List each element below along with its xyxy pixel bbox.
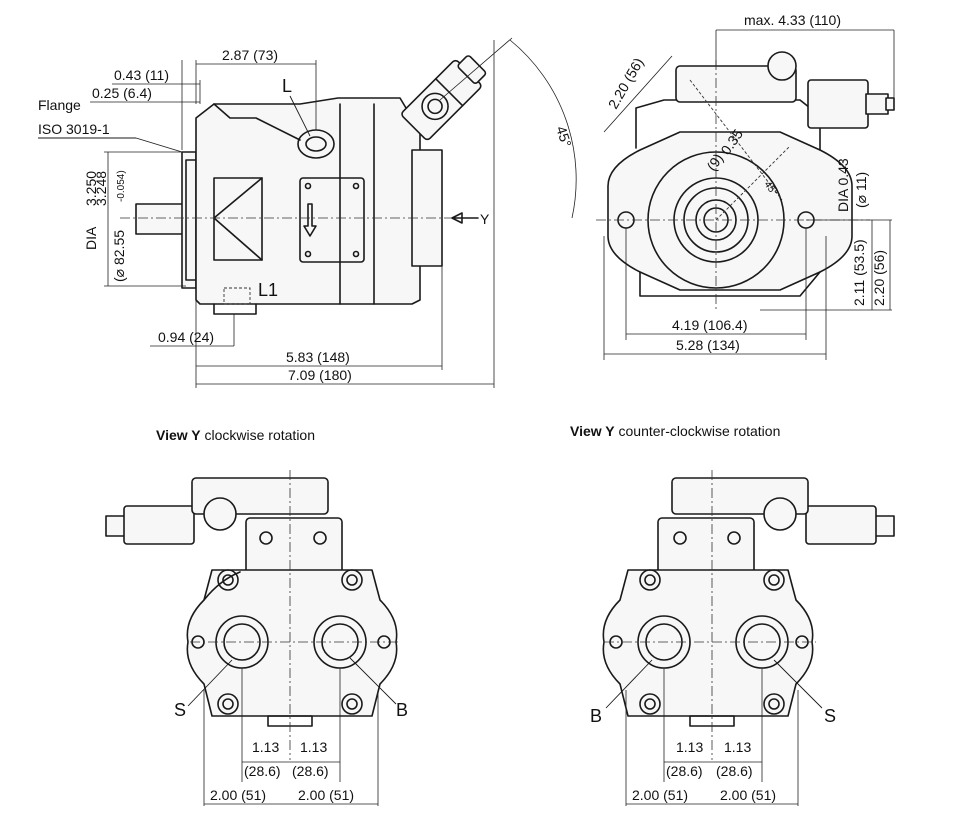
angle-arc (509, 39, 577, 219)
ccw-adjuster-screw (873, 515, 895, 537)
dia-tolerance: -0.054) (116, 170, 127, 202)
compensator-cap (767, 51, 797, 81)
dia-0-43: DIA 0.43 (835, 158, 851, 212)
adjuster-screw (865, 93, 889, 115)
ccw-dim-2-00-b: 2.00 (51) (720, 787, 776, 803)
dia-82-55: (⌀ 82.55 (111, 230, 127, 282)
flange-pilot (185, 159, 197, 281)
dim-0-25: 0.25 (6.4) (92, 85, 152, 101)
ccw-label-B: B (590, 706, 602, 726)
view-Y-label: Y (480, 211, 490, 227)
dim-5-83: 5.83 (148) (286, 349, 350, 365)
flange-label: Flange (38, 97, 81, 113)
view-ccw: View Y counter-clockwise rotation B S (570, 423, 895, 806)
port-L1-label: L1 (258, 280, 278, 300)
ccw-label-S: S (824, 706, 836, 726)
cw-dim-28-6-b: (28.6) (292, 763, 329, 779)
dim-2-87: 2.87 (73) (222, 47, 278, 63)
view-ccw-caption: View Y counter-clockwise rotation (570, 423, 780, 439)
cw-dim-28-6-a: (28.6) (244, 763, 281, 779)
dim-0-94: 0.94 (24) (158, 329, 214, 345)
cw-dim-1-13-b: 1.13 (300, 739, 327, 755)
view-cw-caption: View Y clockwise rotation (156, 427, 315, 443)
ccw-dim-2-00-a: 2.00 (51) (632, 787, 688, 803)
dim-2-20-side: 2.20 (56) (871, 250, 887, 306)
dia-11: (⌀ 11) (853, 172, 869, 208)
cw-label-S: S (174, 700, 186, 720)
cw-dim-2-00-b: 2.00 (51) (298, 787, 354, 803)
rear-cover (411, 149, 443, 267)
side-view: Y L L1 Flange ISO 3019-1 2.87 (73) 0.43 … (38, 37, 577, 388)
port-L1 (223, 287, 251, 305)
adjuster-body (807, 79, 869, 129)
view-cw: View Y clockwise rotation S B (105, 427, 408, 806)
angle-45: 45° (553, 124, 575, 149)
front-view: max. 4.33 (110) 2.20 (56) (9) 0.35 45° D… (596, 12, 895, 360)
ccw-dim-1-13-a: 1.13 (676, 739, 703, 755)
cw-body (186, 569, 398, 717)
rotation-arrow-icon (303, 203, 317, 237)
flange-standard-label: ISO 3019-1 (38, 121, 110, 137)
dim-2-11: 2.11 (53.5) (851, 239, 867, 306)
shaft (135, 203, 187, 235)
ccw-body (602, 569, 814, 717)
port-L (305, 136, 327, 152)
dia-3-250: 3.250 (83, 171, 99, 206)
ccw-dim-28-6-a: (28.6) (666, 763, 703, 779)
ccw-dim-28-6-b: (28.6) (716, 763, 753, 779)
dim-0-43: 0.43 (11) (114, 67, 169, 83)
cw-label-B: B (396, 700, 408, 720)
pump-housing (195, 97, 421, 305)
dim-2-20-top: 2.20 (56) (605, 55, 647, 112)
dim-4-19: 4.19 (106.4) (672, 317, 748, 333)
cw-dim-1-13-a: 1.13 (252, 739, 279, 755)
view-Y-arrow-icon (451, 212, 479, 224)
dia-3-248: 3.248 (93, 171, 109, 206)
nameplate (299, 177, 365, 263)
dia-label: DIA (83, 226, 99, 250)
port-L-label: L (282, 76, 292, 96)
cw-adjuster-screw (105, 515, 127, 537)
front-compensator (675, 65, 797, 103)
dim-max-4-33: max. 4.33 (110) (744, 12, 841, 28)
dim-7-09: 7.09 (180) (288, 367, 352, 383)
cw-dim-2-00-a: 2.00 (51) (210, 787, 266, 803)
ccw-dim-1-13-b: 1.13 (724, 739, 751, 755)
dim-5-28: 5.28 (134) (676, 337, 740, 353)
compensator-valve (401, 55, 487, 141)
